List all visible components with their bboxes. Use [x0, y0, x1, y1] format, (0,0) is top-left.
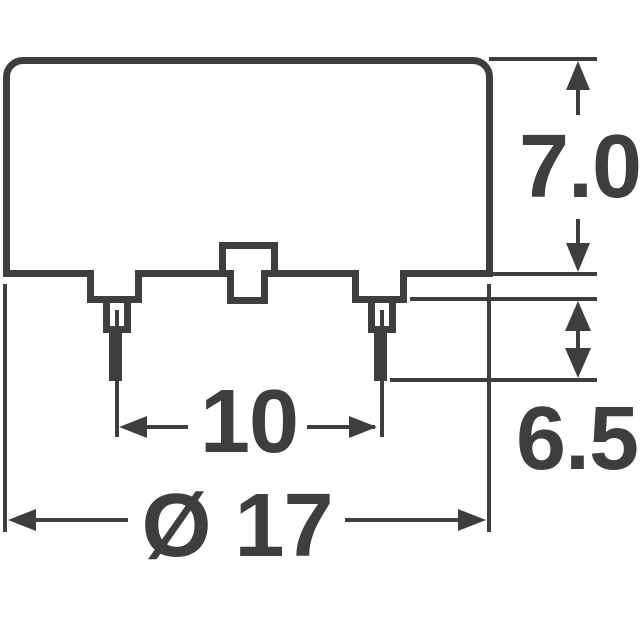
- dim-diameter-label: Ø 17: [141, 476, 333, 576]
- dim-height-arrowhead-down: [566, 243, 590, 272]
- pin-right-flange: [352, 270, 407, 303]
- dim-lead-arrowhead-up: [565, 301, 591, 331]
- pin-left-crimp-line: [115, 310, 119, 333]
- pin-right-crimp-line: [380, 310, 384, 333]
- pin-left-lead: [109, 333, 122, 381]
- dim-spacing-arrowhead-left: [119, 416, 147, 438]
- dim-lead-arrowhead-down: [565, 348, 591, 378]
- dim-lead-ref-line-bottom: [390, 378, 597, 382]
- dim-lead-ref-line-top: [410, 297, 597, 301]
- dim-spacing-stem-left: [144, 425, 188, 429]
- dim-height-stem-bottom: [576, 219, 580, 246]
- dim-spacing-label: 10: [199, 372, 299, 472]
- dim-diameter-arrowhead-left: [8, 509, 36, 531]
- component-tab-lower: [227, 270, 268, 304]
- dim-lead-stem: [576, 329, 580, 351]
- dim-spacing-ext-line-left: [115, 381, 119, 437]
- dim-spacing-ext-line-right: [380, 381, 384, 437]
- dim-diameter-stem-right: [345, 518, 458, 522]
- pin-right-lead: [374, 333, 387, 381]
- dim-height-arrowhead-up: [566, 61, 590, 90]
- dim-spacing-stem-right: [307, 425, 375, 429]
- dim-diameter-arrowhead-right: [458, 509, 486, 531]
- dim-height-stem-top: [576, 88, 580, 115]
- dim-height-ref-line-top: [489, 57, 597, 61]
- dim-diameter-ext-line-left: [3, 284, 7, 532]
- pin-left-flange: [87, 270, 142, 303]
- component-body-outline: [3, 57, 493, 277]
- dim-lead-label: 6.5: [515, 389, 639, 489]
- dim-diameter-stem-left: [34, 518, 128, 522]
- dim-diameter-ext-line-right: [487, 284, 491, 532]
- dim-spacing-arrowhead-right: [349, 416, 377, 438]
- dim-height-ref-line-bottom: [493, 272, 597, 276]
- dim-height-label: 7.0: [518, 117, 640, 217]
